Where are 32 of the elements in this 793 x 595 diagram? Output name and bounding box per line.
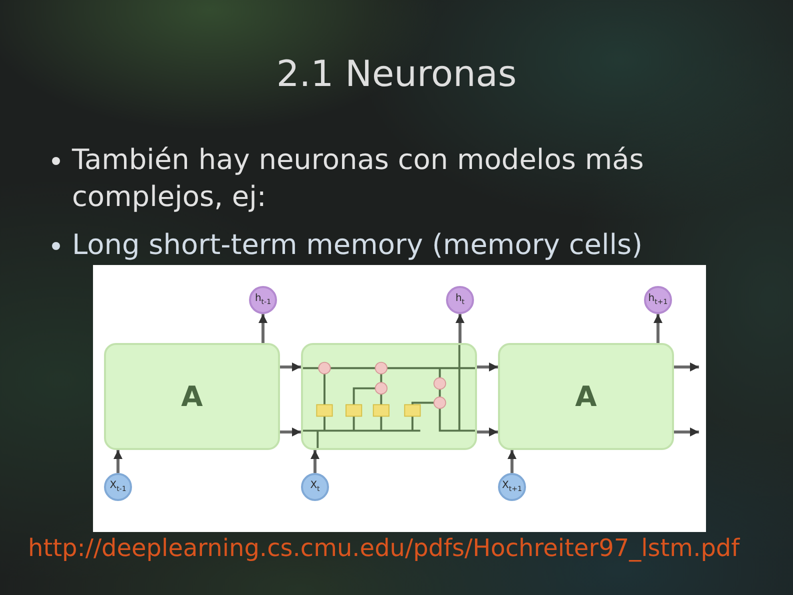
bullet-text: También hay neuronas con modelos más complejos, ej: (72, 142, 645, 215)
rnn-block (498, 343, 674, 450)
arrow (310, 450, 320, 473)
input-label: X$_{t-1}$ (110, 480, 126, 494)
output-circle (446, 286, 474, 314)
arrow (674, 428, 699, 436)
arrow (477, 362, 498, 372)
arrow (477, 428, 498, 436)
output-label: h$_{t-1}$ (254, 292, 272, 308)
block-label: A (575, 380, 597, 412)
bullet-text: Long short-term memory (memory cells) (72, 227, 644, 263)
arrow (654, 314, 662, 343)
arrow (280, 362, 301, 372)
source-url: http://deeplearning.cs.cmu.edu/pdfs/Hochreiter97_lstm.pdf (28, 535, 740, 561)
input-label: X$_{t}$ (310, 480, 320, 494)
output-circle (644, 286, 672, 314)
input-circle (498, 473, 526, 501)
block-label: A (181, 380, 203, 412)
output-label: h$_{t}$ (455, 292, 465, 308)
input-circle (301, 473, 329, 501)
arrow (114, 450, 122, 473)
slide-title: 2.1 Neuronas (276, 53, 517, 97)
output-label: h$_{t+1}$ (648, 292, 668, 308)
rnn-block (104, 343, 280, 450)
input-circle (104, 473, 132, 501)
arrow (280, 428, 301, 436)
output-circle (249, 286, 277, 314)
input-label: X$_{t+1}$ (502, 480, 522, 494)
arrow (508, 450, 516, 473)
arrow (258, 314, 268, 343)
arrow (674, 362, 699, 372)
arrow (456, 314, 464, 343)
